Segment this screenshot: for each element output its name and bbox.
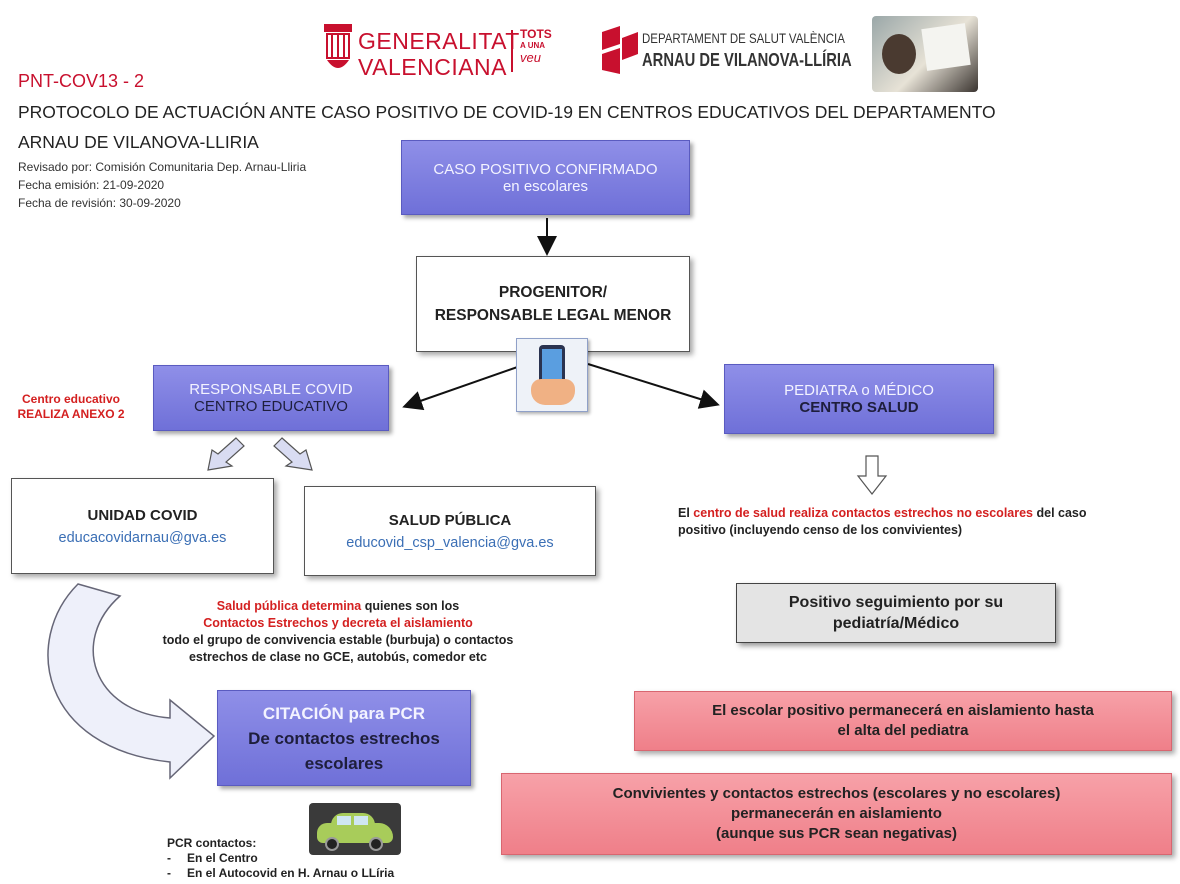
unidad-covid-box: UNIDAD COVID educacovidarnau@gva.es: [11, 478, 274, 574]
document-code: PNT-COV13 - 2: [18, 71, 145, 91]
fecha-emision: Fecha emisión: 21-09-2020: [18, 178, 165, 192]
progenitor-line2: RESPONSABLE LEGAL MENOR: [434, 307, 672, 324]
revisado-por: Revisado por: Comisión Comunitaria Dep. …: [18, 160, 307, 174]
citacion-line3: escolares: [304, 753, 384, 773]
aislamiento-convivientes-box: Convivientes y contactos estrechos (esco…: [501, 773, 1172, 855]
department-logo: DEPARTAMENT DE SALUT VALÈNCIA ARNAU DE V…: [600, 24, 860, 80]
title-line2: ARNAU DE VILANOVA-LLIRIA: [18, 132, 259, 152]
generalitat-line2: VALENCIANA: [358, 54, 508, 80]
dept-line2: ARNAU DE VILANOVA-LLÍRIA: [642, 50, 852, 70]
aislamiento-positivo-line2: el alta del pediatra: [837, 722, 969, 739]
progenitor-box: PROGENITOR/ RESPONSABLE LEGAL MENOR: [416, 256, 690, 352]
centro-note-line2: REALIZA ANEXO 2: [17, 407, 125, 421]
unidad-covid-email[interactable]: educacovidarnau@gva.es: [58, 529, 227, 546]
salud-publica-box: SALUD PÚBLICA educovid_csp_valencia@gva.…: [304, 486, 596, 576]
caso-positivo-line2: en escolares: [502, 177, 589, 195]
determina-c: todo el grupo de convivencia estable (bu…: [162, 633, 514, 647]
tots-a-una-veu-logo: TOTS A UNA veu: [520, 28, 568, 76]
seguimiento-box: Positivo seguimiento por su pediatría/Mé…: [736, 583, 1056, 643]
department-emblem-icon: [602, 26, 638, 74]
salud-publica-title: SALUD PÚBLICA: [388, 511, 512, 529]
aislamiento-conv-line2: permanecerán en aislamiento: [731, 805, 942, 822]
determina-a1: Salud pública determina: [216, 599, 362, 613]
centro-salud-text-p2: centro de salud realiza contactos estrec…: [693, 506, 1034, 520]
aislamiento-conv-line1: Convivientes y contactos estrechos (esco…: [612, 785, 1061, 802]
centro-salud-text-p3: del caso positivo (incluyendo censo de l…: [678, 506, 1087, 537]
tots-line3: veu: [520, 50, 541, 65]
citacion-line2: De contactos estrechos: [248, 728, 440, 748]
citacion-pcr-box: CITACIÓN para PCR De contactos estrechos…: [217, 690, 471, 786]
pediatra-line2: CENTRO SALUD: [799, 399, 919, 416]
centro-salud-contactos-text: El centro de salud realiza contactos est…: [678, 505, 1098, 539]
child-photo: [872, 16, 978, 92]
pcr-contactos-title: PCR contactos:: [167, 836, 257, 850]
pediatra-box: PEDIATRA o MÉDICO CENTRO SALUD: [724, 364, 994, 434]
generalitat-line1: GENERALITAT: [358, 28, 520, 54]
caso-positivo-line1: CASO POSITIVO CONFIRMADO: [433, 160, 658, 178]
arrow-progenitor-to-responsable: [402, 363, 527, 411]
phone-icon: [516, 338, 588, 412]
pcr-contactos-list: PCR contactos: -En el Centro -En el Auto…: [167, 836, 394, 881]
centro-note-line1: Centro educativo: [21, 392, 120, 406]
seguimiento-line1: Positivo seguimiento por su: [788, 594, 1004, 611]
responsable-covid-line2: CENTRO EDUCATIVO: [194, 398, 348, 415]
pcr-contactos-item2: -En el Autocovid en H. Arnau o LLíria: [167, 866, 395, 880]
coat-of-arms-icon: [324, 24, 352, 68]
revision-info: Revisado por: Comisión Comunitaria Dep. …: [18, 158, 306, 212]
salud-publica-email[interactable]: educovid_csp_valencia@gva.es: [346, 534, 554, 551]
arrow-to-salud-publica: [273, 437, 313, 471]
seguimiento-line2: pediatría/Médico: [832, 615, 960, 632]
arrow-to-unidad-covid: [207, 437, 245, 471]
citacion-line1: CITACIÓN para PCR: [262, 703, 426, 723]
aislamiento-positivo-line1: El escolar positivo permanecerá en aisla…: [712, 702, 1094, 719]
curved-arrow-to-citacion: [47, 583, 216, 780]
determina-b1: Contactos Estrechos y decreta el aislami…: [203, 616, 473, 630]
pcr-contactos-item1: -En el Centro: [167, 851, 258, 865]
determina-d: estrechos de clase no GCE, autobús, come…: [188, 650, 487, 664]
aislamiento-positivo-box: El escolar positivo permanecerá en aisla…: [634, 691, 1172, 751]
tots-line2: A UNA: [520, 41, 546, 50]
caso-positivo-box: CASO POSITIVO CONFIRMADO en escolares: [401, 140, 690, 215]
aislamiento-conv-line3: (aunque sus PCR sean negativas): [716, 825, 957, 842]
pediatra-line1: PEDIATRA o MÉDICO: [784, 382, 934, 399]
responsable-covid-box: RESPONSABLE COVID CENTRO EDUCATIVO: [153, 365, 389, 431]
tots-line1: TOTS: [520, 27, 552, 41]
salud-publica-determina-text: Salud pública determina quienes son los …: [100, 598, 576, 666]
responsable-covid-line1: RESPONSABLE COVID: [189, 381, 353, 398]
unidad-covid-title: UNIDAD COVID: [87, 506, 198, 524]
fecha-revision: Fecha de revisión: 30-09-2020: [18, 196, 181, 210]
title-line1: PROTOCOLO DE ACTUACIÓN ANTE CASO POSITIV…: [18, 102, 996, 122]
progenitor-line1: PROGENITOR/: [498, 284, 608, 301]
generalitat-logo: GENERALITAT VALENCIANA: [318, 18, 519, 84]
centro-educativo-note: Centro educativo REALIZA ANEXO 2: [6, 392, 136, 422]
arrow-progenitor-to-pediatra: [587, 363, 720, 409]
determina-a2: quienes son los: [361, 599, 460, 613]
dept-line1: DEPARTAMENT DE SALUT VALÈNCIA: [642, 30, 845, 46]
centro-salud-text-p1: El: [678, 506, 694, 520]
car-icon: [309, 803, 401, 855]
arrow-to-seguimiento-text: [856, 455, 888, 495]
logo-divider: [511, 30, 513, 72]
